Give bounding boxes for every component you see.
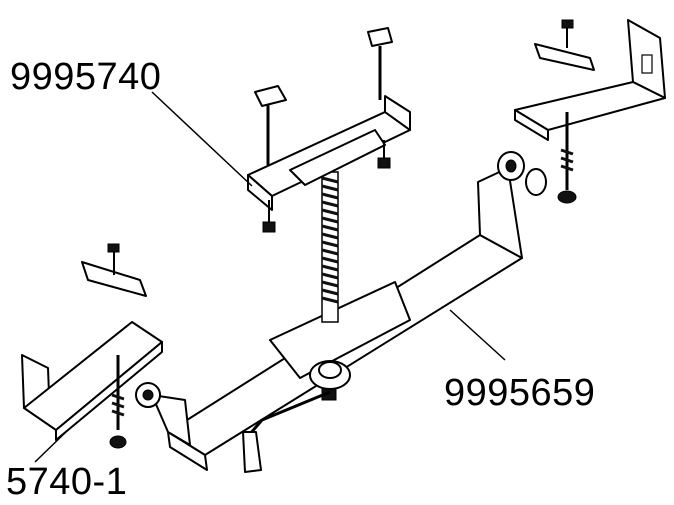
threaded-screw <box>321 171 339 323</box>
bolt-side-right <box>557 19 577 204</box>
side-bracket-left <box>21 261 163 441</box>
leader-top-bracket <box>151 91 253 187</box>
label-part-5740-1: 5740-1 <box>6 461 128 503</box>
top-bracket <box>247 95 411 211</box>
leader-main-bar <box>449 309 506 361</box>
bolt-top-right <box>367 27 393 169</box>
roller-left <box>135 382 161 408</box>
label-part-9995740: 9995740 <box>10 56 162 98</box>
roller-right <box>497 151 547 196</box>
center-hub <box>309 360 351 390</box>
leader-side-bracket <box>34 429 69 463</box>
label-part-9995659: 9995659 <box>444 372 596 414</box>
bolt-side-left <box>107 243 127 449</box>
crank-handle <box>242 390 331 473</box>
side-bracket-right <box>514 19 666 141</box>
bolt-top-left <box>254 85 287 233</box>
main-crossbar <box>151 167 523 471</box>
